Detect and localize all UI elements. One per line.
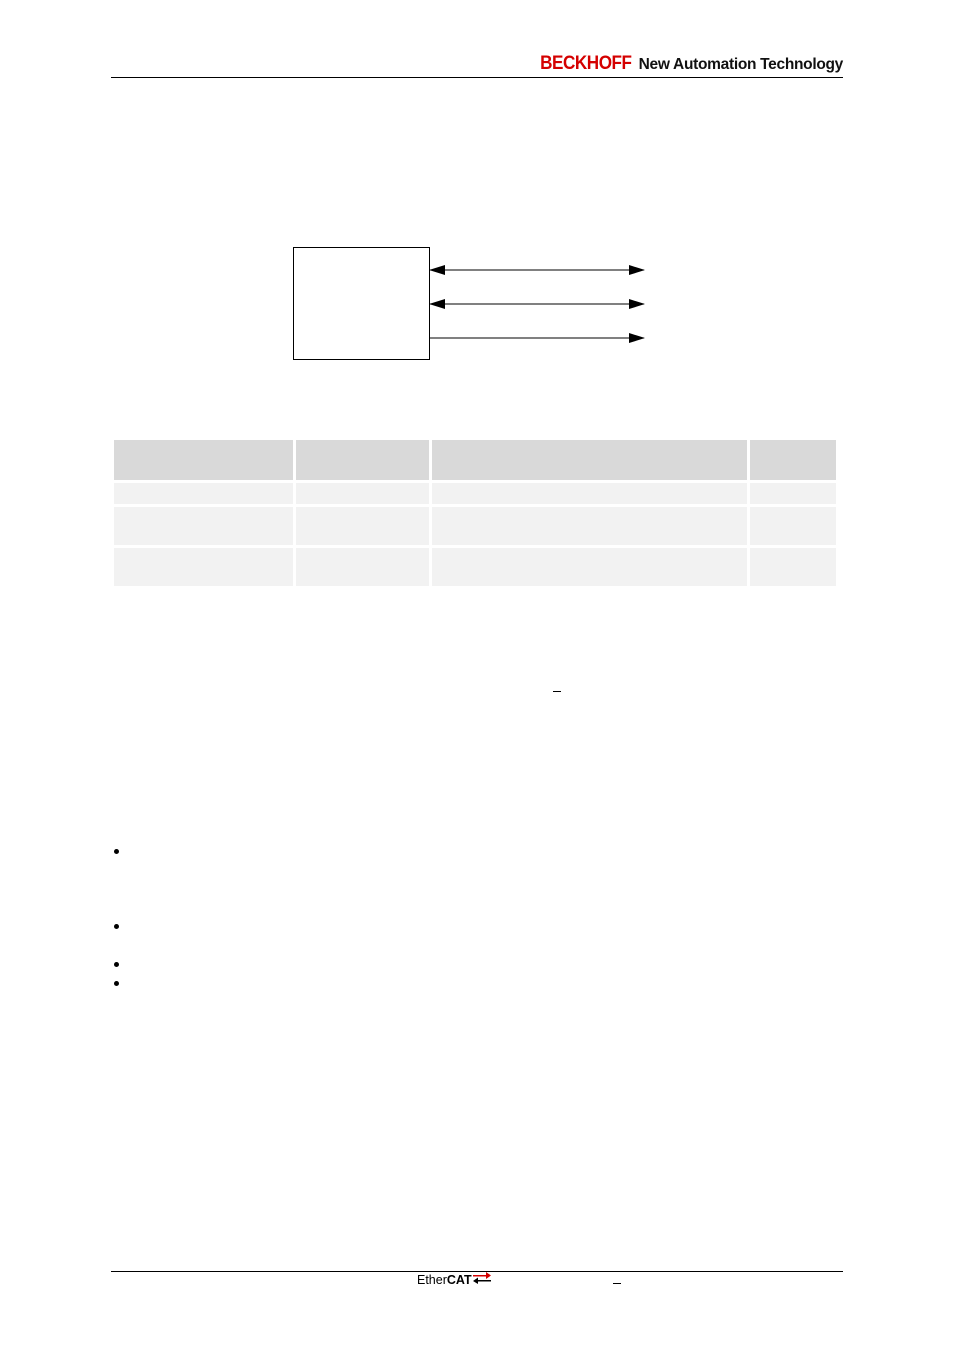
table-header-cell — [114, 440, 293, 480]
device-block — [293, 247, 430, 360]
table-cell — [750, 548, 836, 586]
bullet-point — [114, 924, 119, 929]
table-cell — [296, 548, 429, 586]
table-header-row — [114, 440, 836, 480]
signal-table — [111, 437, 839, 589]
header-logo: BECKHOFF New Automation Technology — [530, 53, 843, 75]
table-cell — [296, 507, 429, 545]
bullet-point — [114, 962, 119, 967]
ethercat-logo: Ether CAT — [417, 1272, 491, 1287]
table-row — [114, 548, 836, 586]
bullet-point — [114, 981, 119, 986]
table-row — [114, 507, 836, 545]
logo-ether-text: Ether — [417, 1273, 447, 1287]
table-cell — [432, 507, 747, 545]
text-dash — [553, 691, 561, 692]
table-header-cell — [432, 440, 747, 480]
table-row — [114, 483, 836, 504]
table-cell — [114, 507, 293, 545]
table-cell — [296, 483, 429, 504]
footer-rule — [111, 1271, 843, 1272]
table-header-cell — [296, 440, 429, 480]
table-cell — [750, 507, 836, 545]
ethercat-arrows-icon — [472, 1272, 491, 1284]
header-rule — [111, 77, 843, 78]
table-cell — [432, 548, 747, 586]
logo-cat-text: CAT — [446, 1273, 472, 1287]
table-header-cell — [750, 440, 836, 480]
table-cell — [114, 483, 293, 504]
brand-name: BECKHOFF — [540, 53, 632, 74]
brand-tagline: New Automation Technology — [638, 56, 844, 73]
footer-dash — [613, 1283, 621, 1284]
table-cell — [750, 483, 836, 504]
table-cell — [114, 548, 293, 586]
bullet-point — [114, 849, 119, 854]
table-cell — [432, 483, 747, 504]
block-diagram — [293, 247, 645, 360]
